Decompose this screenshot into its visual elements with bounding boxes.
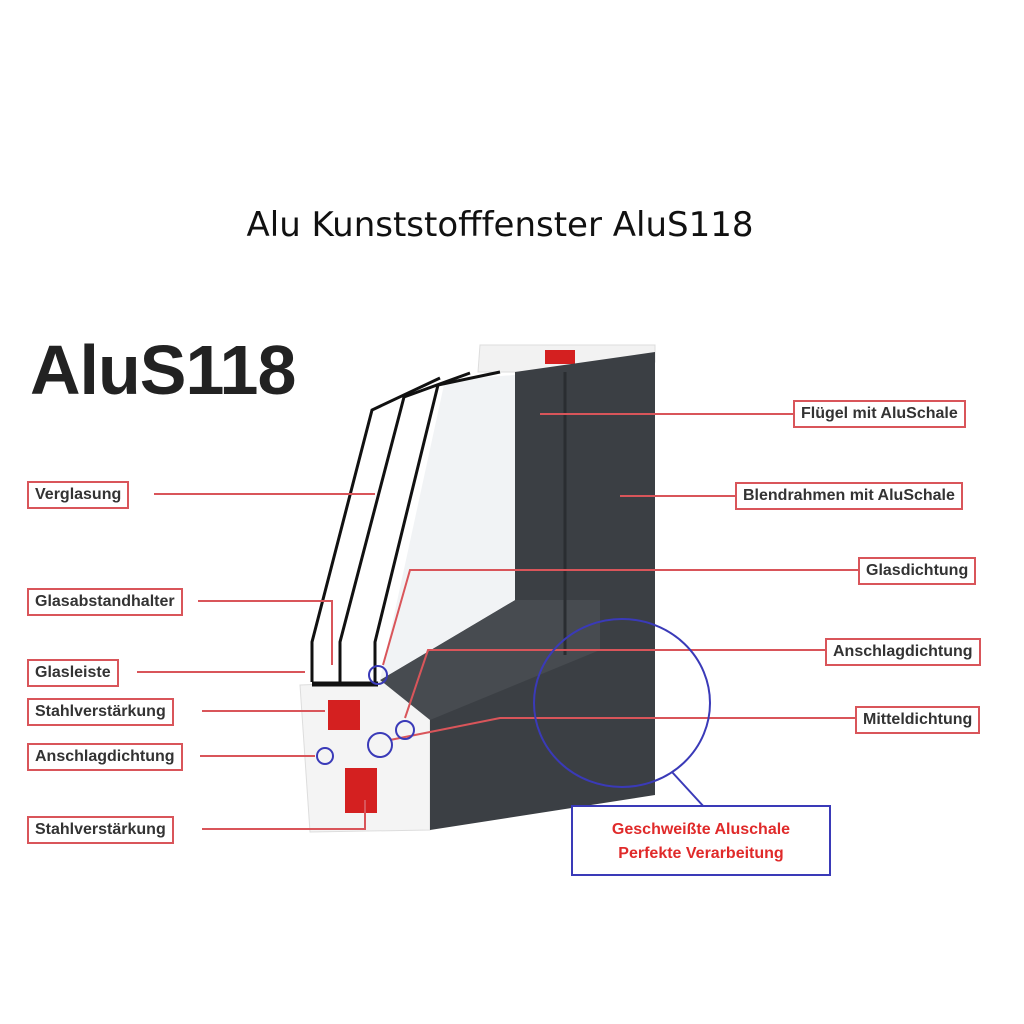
steel-reinforcement-upper (328, 700, 360, 730)
label-anschlagdichtung-left: Anschlagdichtung (27, 743, 183, 771)
glass-pane-3 (373, 370, 501, 682)
label-stahlverstaerkung-lower: Stahlverstärkung (27, 816, 174, 844)
leader-lines (137, 413, 858, 830)
highlight-circles (316, 618, 711, 809)
product-logo-text: AluS118 (30, 331, 296, 409)
weld-highlight-circle (533, 618, 711, 788)
glass-pane-1 (310, 376, 441, 682)
alu-frame (430, 352, 655, 830)
label-stahlverstaerkung-upper: Stahlverstärkung (27, 698, 174, 726)
weld-callout-box: Geschweißte Aluschale Perfekte Verarbeit… (571, 805, 831, 876)
label-glasabstandhalter: Glasabstandhalter (27, 588, 183, 616)
label-anschlagdichtung-right: Anschlagdichtung (825, 638, 981, 666)
glass-pane-area (380, 375, 515, 680)
callout-line-2: Perfekte Verarbeitung (618, 845, 784, 862)
label-mitteldichtung: Mitteldichtung (855, 706, 981, 734)
callout-line-1: Geschweißte Aluschale (611, 821, 791, 838)
alu-sash-sill (380, 600, 600, 720)
label-verglasung: Verglasung (27, 481, 130, 509)
label-glasdichtung: Glasdichtung (858, 557, 977, 585)
steel-reinforcement-top (545, 350, 575, 364)
page-title: Alu Kunststofffenster AluS118 (246, 205, 754, 245)
label-blendrahmen-aluschale: Blendrahmen mit AluSchale (735, 482, 963, 510)
label-glasleiste: Glasleiste (27, 659, 119, 687)
steel-reinforcement-lower (345, 768, 377, 813)
label-fluegel-aluschale: Flügel mit AluSchale (793, 400, 966, 428)
